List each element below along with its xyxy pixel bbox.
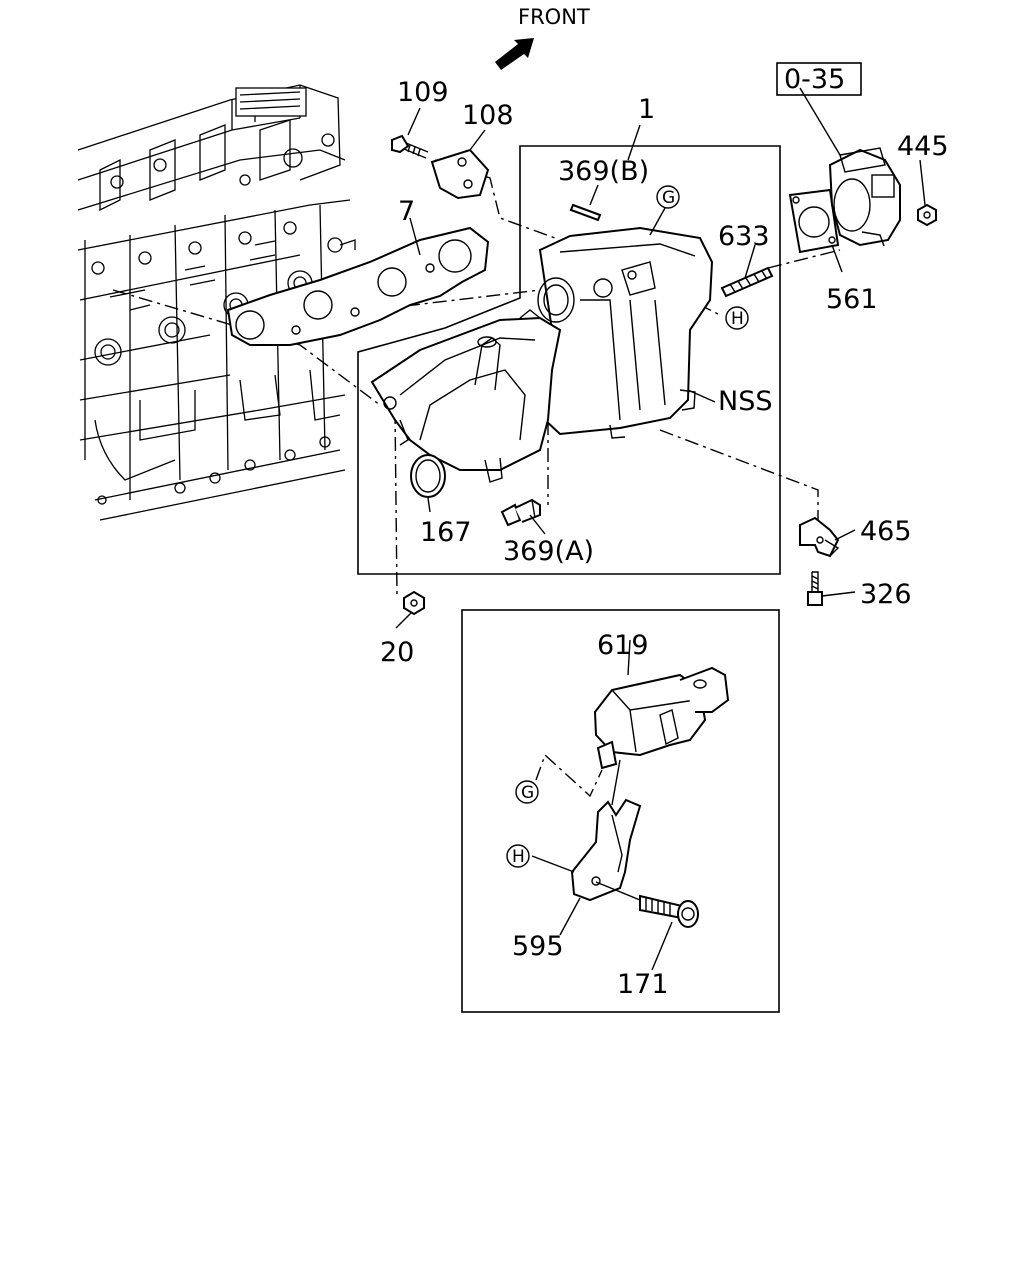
pin-369b bbox=[569, 203, 602, 222]
callout-619: 619 bbox=[597, 630, 649, 661]
callout-595: 595 bbox=[512, 931, 564, 962]
lower-manifold bbox=[370, 309, 562, 483]
callout-465: 465 bbox=[860, 516, 912, 547]
callout-445: 445 bbox=[897, 131, 949, 162]
bracket-465 bbox=[799, 516, 840, 558]
connector-h-inset: H bbox=[512, 847, 525, 867]
callout-109: 109 bbox=[397, 77, 449, 108]
callout-7: 7 bbox=[398, 196, 415, 227]
connector-h-inset-icon: H bbox=[506, 844, 530, 868]
callout-nss: NSS bbox=[718, 386, 772, 417]
connector-h-top-icon: H bbox=[725, 306, 749, 330]
leader-595 bbox=[559, 897, 581, 936]
gasket-7 bbox=[226, 226, 490, 346]
front-label: FRONT bbox=[518, 5, 590, 29]
callout-561: 561 bbox=[826, 284, 878, 315]
sensor-619 bbox=[593, 639, 730, 770]
callout-326: 326 bbox=[860, 579, 912, 610]
connector-h-top: H bbox=[731, 309, 744, 329]
front-arrow-icon bbox=[495, 38, 534, 70]
callout-369b: 369(B) bbox=[558, 156, 649, 187]
bracket-108 bbox=[430, 148, 490, 200]
sensor-detail-box bbox=[461, 609, 780, 1013]
reference-box: 0-35 bbox=[776, 62, 862, 96]
engine-block-illustration bbox=[77, 84, 356, 521]
callout-171: 171 bbox=[617, 969, 669, 1000]
gasket-561 bbox=[788, 188, 840, 254]
connector-g-top: G bbox=[662, 188, 675, 208]
callout-leaders bbox=[395, 107, 926, 629]
o-ring-167 bbox=[410, 454, 446, 498]
callout-633: 633 bbox=[718, 221, 770, 252]
connector-g-top-icon: G bbox=[649, 185, 680, 236]
callout-369a: 369(A) bbox=[503, 536, 594, 567]
assembly-box-1 bbox=[357, 145, 781, 575]
leader-171 bbox=[651, 921, 673, 971]
nut-20 bbox=[403, 590, 425, 616]
bolt-171 bbox=[595, 881, 699, 928]
bolt-109 bbox=[391, 134, 429, 159]
throttle-body bbox=[799, 87, 901, 247]
reference-box-label: 0-35 bbox=[784, 64, 845, 95]
bracket-595 bbox=[570, 759, 642, 902]
fitting-369a bbox=[500, 498, 541, 527]
nut-445 bbox=[917, 203, 937, 227]
connector-g-inset: G bbox=[521, 783, 534, 803]
g-link-line bbox=[535, 753, 603, 798]
callout-1: 1 bbox=[638, 94, 655, 125]
callout-167: 167 bbox=[420, 517, 472, 548]
callout-20: 20 bbox=[380, 637, 414, 668]
h-inset-leader bbox=[531, 855, 575, 873]
callout-108: 108 bbox=[462, 100, 514, 131]
connector-g-inset-icon: G bbox=[515, 780, 539, 804]
stud-633 bbox=[720, 266, 774, 298]
bolt-326 bbox=[807, 571, 823, 606]
intake-manifold-nss bbox=[537, 226, 714, 439]
